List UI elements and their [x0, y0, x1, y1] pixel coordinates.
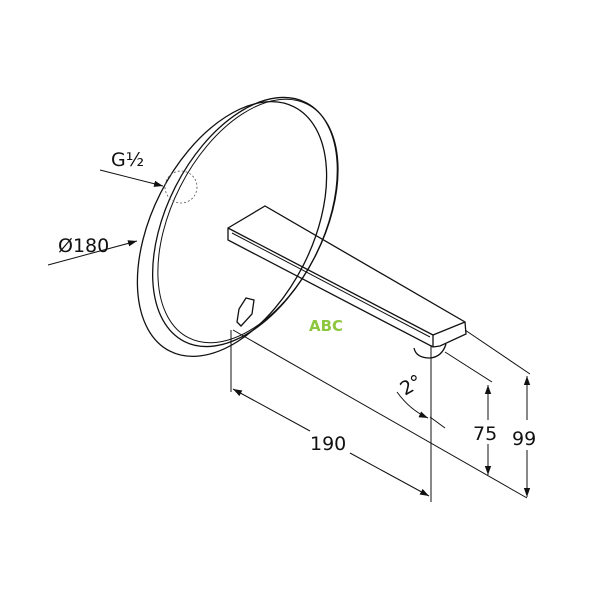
length-label: 190 — [310, 433, 346, 455]
watermark-logo: ABC — [309, 317, 343, 335]
wall-plate — [136, 96, 339, 358]
total-height-dimension: 99 — [464, 329, 536, 497]
spout — [227, 205, 467, 359]
total-height-label: 99 — [512, 428, 536, 450]
sensor-window — [236, 297, 255, 327]
length-dimension: 190 — [230, 329, 528, 502]
thread-detail-circle — [164, 170, 198, 204]
diameter-label: Ø180 — [58, 235, 109, 257]
angle-dimension: 2° — [396, 371, 446, 429]
thread-label: G½ — [111, 149, 144, 171]
thread-dimension: G½ — [99, 149, 164, 187]
diameter-dimension: Ø180 — [47, 235, 138, 266]
outlet-height-label: 75 — [473, 423, 497, 445]
angle-label: 2° — [396, 371, 426, 401]
outlet-height-dimension: 75 — [444, 351, 497, 475]
